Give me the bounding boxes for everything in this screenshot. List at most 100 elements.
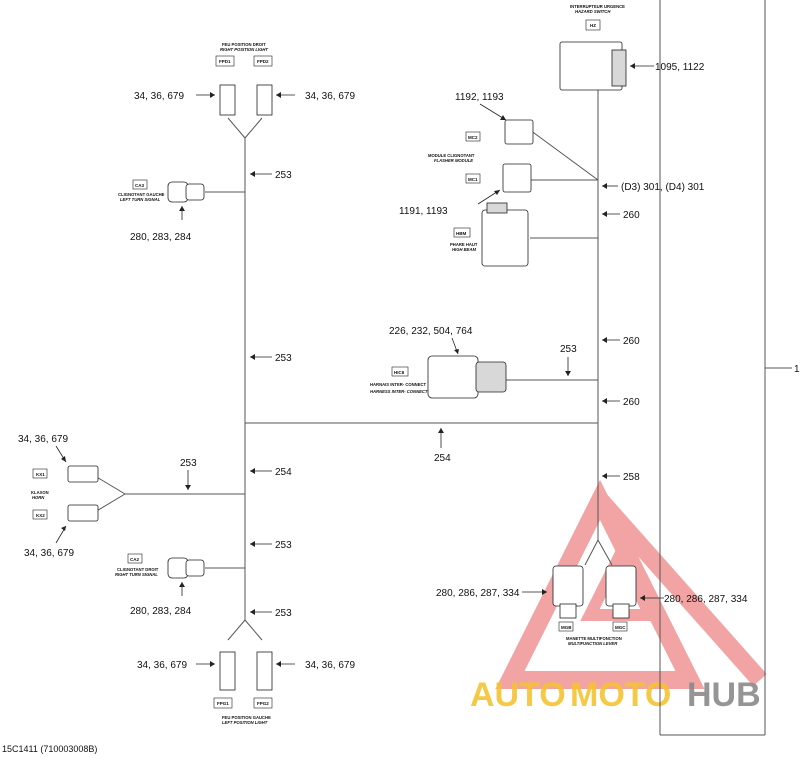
tag-box (32, 468, 48, 479)
tag-mgc: MGC (615, 625, 626, 630)
multi-lever-title-en: MULTIFUNCTION LEVER (568, 641, 617, 646)
tag-box (127, 553, 143, 564)
left-position-light: 34, 36, 679 34, 36, 679 FPG1 FPG2 FEU PO… (137, 651, 355, 725)
tag-ca2: CA2 (130, 557, 139, 562)
tag-fpg2: FPG2 (257, 701, 269, 706)
wire-253-a: 253 (275, 170, 292, 181)
tag-fpg1: FPG1 (217, 701, 229, 706)
high-beam-top (486, 202, 508, 214)
harness-interconnect: 226, 232, 504, 764 HIC6 HARNAIS INTER- C… (370, 326, 507, 399)
tag-hz: HZ (590, 23, 596, 28)
connector-ca2-body (185, 559, 205, 577)
refs-fpd1: 34, 36, 679 (134, 91, 184, 102)
right-turn-title-fr: CLIGNOTANT DROIT (117, 567, 159, 572)
wire-260-b: 260 (623, 336, 640, 347)
tag-box (391, 366, 409, 377)
hazard-title-fr: INTERRUPTEUR URGENCE (570, 4, 625, 9)
connector-kx2 (67, 504, 99, 522)
callout-1: 1 (794, 364, 800, 375)
right-position-title-en: RIGHT POSITION LIGHT (220, 47, 268, 52)
flasher-module: 1192, 1193 MC2 MODULE CLIGNOTANT FLASHER… (399, 92, 534, 217)
refs-fpd2: 34, 36, 679 (305, 91, 355, 102)
tag-box (465, 131, 481, 142)
refs-hic6: 226, 232, 504, 764 (389, 326, 473, 337)
tag-box (453, 227, 471, 238)
figure-id: 15C1411 (710003008B) (2, 744, 97, 754)
refs-kx1: 34, 36, 679 (18, 434, 68, 445)
right-turn-title-en: RIGHT TURN SIGNAL (115, 572, 158, 577)
tag-box (32, 509, 48, 520)
connector-mc1 (502, 163, 532, 193)
connector-hic6-plug (475, 361, 507, 393)
connector-kx1 (67, 465, 99, 483)
harness-title-en: HARNESS INTER- CONNECT (370, 389, 428, 394)
tag-mc2: MC2 (468, 135, 478, 140)
connector-fpg2 (256, 651, 273, 691)
left-position-title-en: LEFT POSITION LIGHT (222, 720, 268, 725)
harness-title-fr: HARNAIS INTER- CONNECT (370, 382, 427, 387)
connector-mgb-stem (559, 603, 577, 619)
high-beam-body (481, 209, 529, 267)
connector-fpg1 (219, 651, 236, 691)
high-beam-title-en: HIGH BEAM (452, 247, 476, 252)
high-beam-title-fr: PHARE HAUT (450, 242, 478, 247)
tag-box (585, 19, 601, 31)
tag-box (213, 697, 233, 709)
wire-253-f: 253 (560, 344, 577, 355)
connector-fpd2 (256, 84, 273, 116)
watermark-slash (593, 494, 767, 686)
wire-254-b: 254 (434, 453, 451, 464)
refs-mc1: 1191, 1193 (399, 206, 448, 217)
tag-fpd1: FPD1 (219, 59, 231, 64)
wire-301: (D3) 301, (D4) 301 (621, 182, 705, 193)
wire-260-a: 260 (623, 210, 640, 221)
tag-mgb: MGB (561, 625, 572, 630)
refs-mgb: 280, 286, 287, 334 (436, 588, 520, 599)
connector-hic6 (427, 355, 479, 399)
horn-title-en: HORN (32, 495, 45, 500)
refs-hz: 1095, 1122 (655, 62, 705, 73)
flasher-title-en: FLASHER MODULE (434, 158, 473, 163)
refs-mc2: 1192, 1193 (455, 92, 504, 103)
tag-box (253, 55, 273, 67)
right-position-light: FEU POSITION DROIT RIGHT POSITION LIGHT … (134, 42, 355, 116)
connector-mgb (552, 565, 584, 607)
tag-hic6: HIC6 (394, 370, 405, 375)
wire-253-e: 253 (180, 458, 197, 469)
tag-box (465, 173, 481, 184)
refs-mgc: 280, 286, 287, 334 (664, 594, 748, 605)
connector-mc2 (504, 119, 534, 145)
tag-box (558, 621, 574, 632)
connector-ca2 (167, 557, 189, 579)
high-beam: HBM PHARE HAUT HIGH BEAM (450, 202, 529, 267)
wire-253-c: 253 (275, 540, 292, 551)
multifunction-lever: 280, 286, 287, 334 280, 286, 287, 334 MG… (436, 565, 748, 646)
connector-ca3-body (185, 183, 205, 201)
connector-mgc-stem (612, 603, 630, 619)
tag-box (253, 697, 273, 709)
right-turn-signal: CA2 CLIGNOTANT DROIT RIGHT TURN SIGNAL 2… (115, 553, 205, 617)
tag-box (612, 621, 628, 632)
left-position-title-fr: FEU POSITION GAUCHE (222, 715, 271, 720)
wire-253-b: 253 (275, 353, 292, 364)
refs-kx2: 34, 36, 679 (24, 548, 74, 559)
horn: 34, 36, 679 KX1 KLAXON HORN KX2 34, 36, … (18, 434, 99, 559)
harness-wires (94, 0, 792, 736)
tag-ca3: CA3 (135, 183, 144, 188)
refs-fpg1: 34, 36, 679 (137, 660, 187, 671)
tag-fpd2: FPD2 (257, 59, 269, 64)
tag-box (132, 179, 148, 190)
tag-box (215, 55, 235, 67)
refs-ca3: 280, 283, 284 (130, 232, 192, 243)
flasher-title-fr: MODULE CLIGNOTANT (428, 153, 475, 158)
wire-labels: 253 253 254 253 253 253 254 253 (D3) 301… (180, 170, 705, 619)
tag-kx1: KX1 (36, 472, 45, 477)
wire-258: 258 (623, 472, 640, 483)
wire-254-a: 254 (275, 467, 292, 478)
multi-lever-title-fr: MANETTE MULTIFONCTION (566, 636, 622, 641)
left-turn-title-fr: CLIGNOTANT GAUCHE (118, 192, 165, 197)
hazard-title-en: HAZARD SWITCH (575, 9, 611, 14)
wire-253-d: 253 (275, 608, 292, 619)
tag-hbm: HBM (456, 231, 466, 236)
